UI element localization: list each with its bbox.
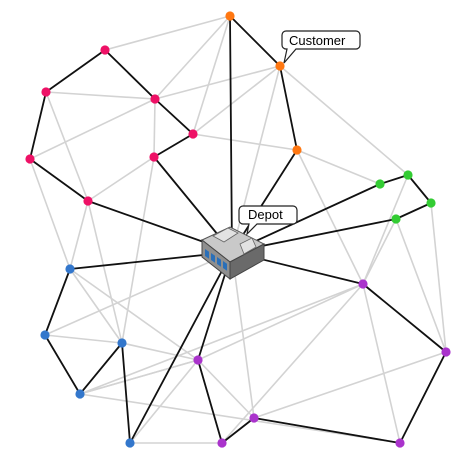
candidate-edge xyxy=(45,91,156,100)
customer-node xyxy=(40,330,50,340)
route-edge xyxy=(279,65,298,151)
depot-callout: Depot xyxy=(238,205,298,236)
candidate-edge xyxy=(79,283,364,395)
customer-node xyxy=(395,438,405,448)
candidate-edge xyxy=(121,342,199,361)
route-edge xyxy=(121,342,131,444)
route-edge xyxy=(79,342,123,395)
customer-node xyxy=(117,338,127,348)
candidate-edge xyxy=(362,174,409,285)
candidate-edge xyxy=(154,65,281,100)
candidate-edge xyxy=(395,218,447,353)
candidate-edge xyxy=(79,359,199,395)
candidate-edge xyxy=(430,202,447,353)
route-edge xyxy=(395,202,432,220)
customer-label: Customer xyxy=(289,33,346,48)
customer-node xyxy=(391,214,401,224)
depot-label: Depot xyxy=(248,207,283,222)
customer-node xyxy=(403,170,413,180)
route-edge xyxy=(29,91,47,160)
customer-node xyxy=(188,129,198,139)
candidate-edge xyxy=(197,283,364,361)
candidate-edge xyxy=(192,15,231,135)
candidate-edge xyxy=(362,283,401,444)
candidate-edge xyxy=(69,200,89,270)
route-edge xyxy=(229,15,281,67)
candidate-edge xyxy=(253,351,447,419)
customer-node xyxy=(25,154,35,164)
route-edge xyxy=(407,174,432,204)
candidate-edge xyxy=(87,156,155,202)
route-edge xyxy=(221,417,255,444)
customer-node xyxy=(375,179,385,189)
customer-node xyxy=(83,196,93,206)
route-edge xyxy=(253,417,401,444)
customer-node xyxy=(75,389,85,399)
customer-nodes xyxy=(25,11,451,448)
candidate-edge xyxy=(121,156,155,344)
candidate-edge xyxy=(79,393,401,444)
route-edge xyxy=(153,133,194,158)
candidate-edge xyxy=(296,149,364,285)
candidate-edge xyxy=(69,268,199,361)
candidate-edge xyxy=(197,359,255,419)
route-edge xyxy=(104,49,156,100)
candidate-edge xyxy=(154,15,231,100)
customer-node xyxy=(193,355,203,365)
route-edge xyxy=(154,98,194,135)
route-edge xyxy=(197,359,223,444)
customer-node xyxy=(100,45,110,55)
candidate-edge xyxy=(362,218,397,285)
route-edge xyxy=(229,15,233,253)
customer-node xyxy=(125,438,135,448)
candidate-edge xyxy=(45,91,89,202)
candidate-edge xyxy=(279,65,409,176)
customer-node xyxy=(149,152,159,162)
candidate-edge xyxy=(87,200,123,344)
route-edge xyxy=(129,251,233,444)
route-edge xyxy=(29,158,89,202)
candidate-edge xyxy=(192,133,298,151)
candidate-edge xyxy=(44,251,233,336)
candidate-edge xyxy=(153,98,156,158)
candidate-edge xyxy=(221,283,364,444)
route-edge xyxy=(362,283,447,353)
candidate-edge xyxy=(69,268,123,344)
route-edge xyxy=(379,174,409,185)
customer-node xyxy=(358,279,368,289)
route-edge xyxy=(45,49,106,93)
route-edge xyxy=(44,334,81,395)
customer-node xyxy=(225,11,235,21)
candidate-edge xyxy=(296,149,381,185)
customer-node xyxy=(249,413,259,423)
customer-node xyxy=(441,347,451,357)
route-edge xyxy=(399,351,447,444)
customer-node xyxy=(426,198,436,208)
candidate-edge xyxy=(104,15,231,51)
customer-node xyxy=(65,264,75,274)
candidate-edge xyxy=(29,158,71,270)
route-edge xyxy=(44,268,71,336)
customer-node xyxy=(150,94,160,104)
candidate-edge xyxy=(29,98,156,160)
customer-node xyxy=(217,438,227,448)
candidate-edge xyxy=(129,359,199,444)
customer-node xyxy=(41,87,51,97)
candidate-edge xyxy=(231,251,255,419)
customer-node xyxy=(292,145,302,155)
candidate-edge xyxy=(44,334,123,344)
customer-node xyxy=(275,61,285,71)
candidate-edge xyxy=(192,65,281,135)
customer-callout: Customer xyxy=(281,30,361,64)
depot-icon xyxy=(201,226,266,281)
